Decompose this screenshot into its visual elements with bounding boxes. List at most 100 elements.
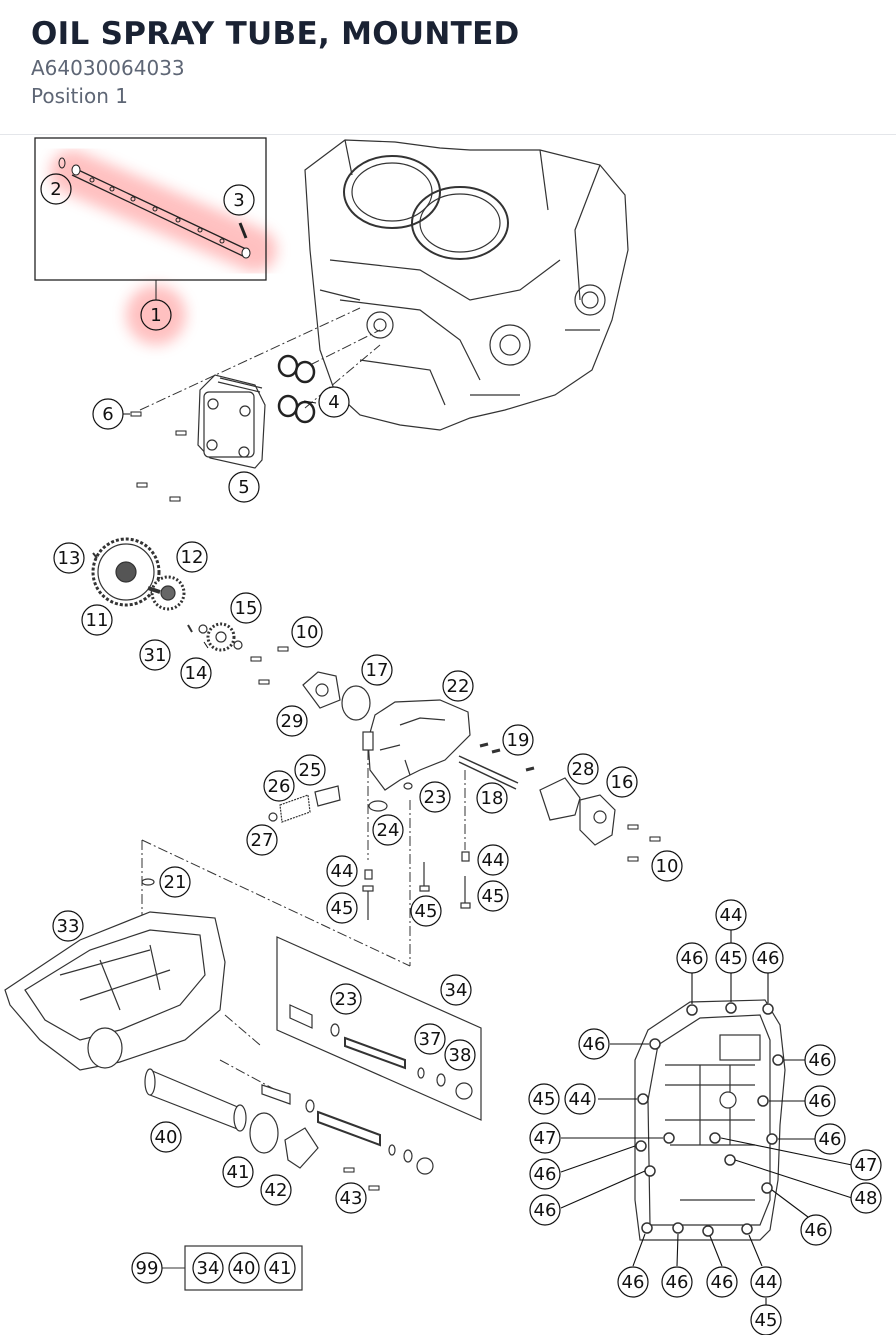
callout-34[interactable]: 34 bbox=[192, 1252, 224, 1284]
callout-29[interactable]: 29 bbox=[276, 705, 308, 737]
leader-lines bbox=[560, 928, 853, 1305]
callout-number: 45 bbox=[720, 948, 743, 969]
callout-42[interactable]: 42 bbox=[260, 1174, 292, 1206]
callout-46[interactable]: 46 bbox=[752, 942, 784, 974]
callout-34[interactable]: 34 bbox=[440, 974, 472, 1006]
callout-number: 44 bbox=[755, 1272, 778, 1293]
callout-40[interactable]: 40 bbox=[228, 1252, 260, 1284]
callout-19[interactable]: 19 bbox=[502, 724, 534, 756]
o-ring bbox=[58, 157, 66, 169]
callout-24[interactable]: 24 bbox=[372, 814, 404, 846]
cooler-seals bbox=[277, 354, 316, 424]
callout-45[interactable]: 45 bbox=[477, 880, 509, 912]
callout-number: 47 bbox=[855, 1155, 878, 1176]
callout-6[interactable]: 6 bbox=[92, 398, 124, 430]
callout-number: 45 bbox=[331, 898, 354, 919]
callout-number: 25 bbox=[299, 760, 322, 781]
callout-46[interactable]: 46 bbox=[706, 1266, 738, 1298]
callout-number: 44 bbox=[720, 905, 743, 926]
callout-14[interactable]: 14 bbox=[180, 657, 212, 689]
callout-5[interactable]: 5 bbox=[228, 471, 260, 503]
callout-number: 18 bbox=[481, 788, 504, 809]
callout-17[interactable]: 17 bbox=[361, 654, 393, 686]
callout-10[interactable]: 10 bbox=[651, 850, 683, 882]
callout-46[interactable]: 46 bbox=[804, 1044, 836, 1076]
callout-44[interactable]: 44 bbox=[715, 899, 747, 931]
callout-number: 45 bbox=[755, 1310, 778, 1331]
callout-43[interactable]: 43 bbox=[335, 1182, 367, 1214]
callout-number: 46 bbox=[711, 1272, 734, 1293]
callout-33[interactable]: 33 bbox=[52, 910, 84, 942]
callout-45[interactable]: 45 bbox=[528, 1083, 560, 1115]
callout-15[interactable]: 15 bbox=[230, 592, 262, 624]
callout-45[interactable]: 45 bbox=[410, 895, 442, 927]
callout-10[interactable]: 10 bbox=[291, 616, 323, 648]
callout-46[interactable]: 46 bbox=[529, 1158, 561, 1190]
callout-number: 38 bbox=[449, 1045, 472, 1066]
callout-18[interactable]: 18 bbox=[476, 782, 508, 814]
callout-44[interactable]: 44 bbox=[326, 855, 358, 887]
callout-4[interactable]: 4 bbox=[318, 386, 350, 418]
callout-44[interactable]: 44 bbox=[564, 1083, 596, 1115]
callout-number: 37 bbox=[419, 1029, 442, 1050]
callout-2[interactable]: 2 bbox=[40, 173, 72, 205]
callout-number: 15 bbox=[235, 598, 258, 619]
callout-number: 11 bbox=[86, 610, 109, 631]
callout-46[interactable]: 46 bbox=[804, 1085, 836, 1117]
callout-28[interactable]: 28 bbox=[567, 753, 599, 785]
callout-45[interactable]: 45 bbox=[715, 942, 747, 974]
callout-number: 10 bbox=[656, 856, 679, 877]
gears bbox=[91, 537, 243, 652]
callout-23[interactable]: 23 bbox=[419, 781, 451, 813]
callout-46[interactable]: 46 bbox=[800, 1214, 832, 1246]
callout-46[interactable]: 46 bbox=[814, 1123, 846, 1155]
callout-44[interactable]: 44 bbox=[477, 844, 509, 876]
callout-45[interactable]: 45 bbox=[326, 892, 358, 924]
callout-number: 41 bbox=[227, 1162, 250, 1183]
callout-number: 46 bbox=[809, 1050, 832, 1071]
callout-99[interactable]: 99 bbox=[131, 1252, 163, 1284]
callout-41[interactable]: 41 bbox=[264, 1252, 296, 1284]
callout-31[interactable]: 31 bbox=[139, 639, 171, 671]
oil-spray-tube-box bbox=[34, 137, 267, 281]
callout-48[interactable]: 48 bbox=[850, 1182, 882, 1214]
callout-number: 29 bbox=[281, 711, 304, 732]
callout-46[interactable]: 46 bbox=[676, 942, 708, 974]
callout-23[interactable]: 23 bbox=[330, 983, 362, 1015]
callout-22[interactable]: 22 bbox=[442, 670, 474, 702]
callout-number: 23 bbox=[335, 989, 358, 1010]
callout-13[interactable]: 13 bbox=[53, 542, 85, 574]
callout-41[interactable]: 41 bbox=[222, 1156, 254, 1188]
callout-38[interactable]: 38 bbox=[444, 1039, 476, 1071]
callout-46[interactable]: 46 bbox=[578, 1028, 610, 1060]
callout-26[interactable]: 26 bbox=[263, 770, 295, 802]
callout-12[interactable]: 12 bbox=[176, 541, 208, 573]
oil-cooler bbox=[197, 374, 266, 469]
callout-40[interactable]: 40 bbox=[150, 1121, 182, 1153]
callout-number: 44 bbox=[482, 850, 505, 871]
callout-46[interactable]: 46 bbox=[661, 1266, 693, 1298]
callout-number: 42 bbox=[265, 1180, 288, 1201]
callout-46[interactable]: 46 bbox=[529, 1194, 561, 1226]
callout-11[interactable]: 11 bbox=[81, 604, 113, 636]
pin bbox=[238, 222, 248, 239]
callout-number: 10 bbox=[296, 622, 319, 643]
oil-spray-tube[interactable] bbox=[71, 164, 251, 259]
callout-46[interactable]: 46 bbox=[617, 1266, 649, 1298]
callout-37[interactable]: 37 bbox=[414, 1023, 446, 1055]
part-number: A64030064033 bbox=[31, 56, 185, 80]
callout-47[interactable]: 47 bbox=[529, 1122, 561, 1154]
callout-47[interactable]: 47 bbox=[850, 1149, 882, 1181]
callout-1[interactable]: 1 bbox=[140, 299, 172, 331]
callout-number: 31 bbox=[144, 645, 167, 666]
callout-21[interactable]: 21 bbox=[159, 866, 191, 898]
callout-45[interactable]: 45 bbox=[750, 1304, 782, 1335]
callout-number: 28 bbox=[572, 759, 595, 780]
callout-25[interactable]: 25 bbox=[294, 754, 326, 786]
callout-44[interactable]: 44 bbox=[750, 1266, 782, 1298]
callout-number: 40 bbox=[233, 1258, 256, 1279]
callout-16[interactable]: 16 bbox=[606, 766, 638, 798]
callout-number: 3 bbox=[233, 190, 244, 211]
callout-27[interactable]: 27 bbox=[246, 824, 278, 856]
callout-3[interactable]: 3 bbox=[223, 184, 255, 216]
